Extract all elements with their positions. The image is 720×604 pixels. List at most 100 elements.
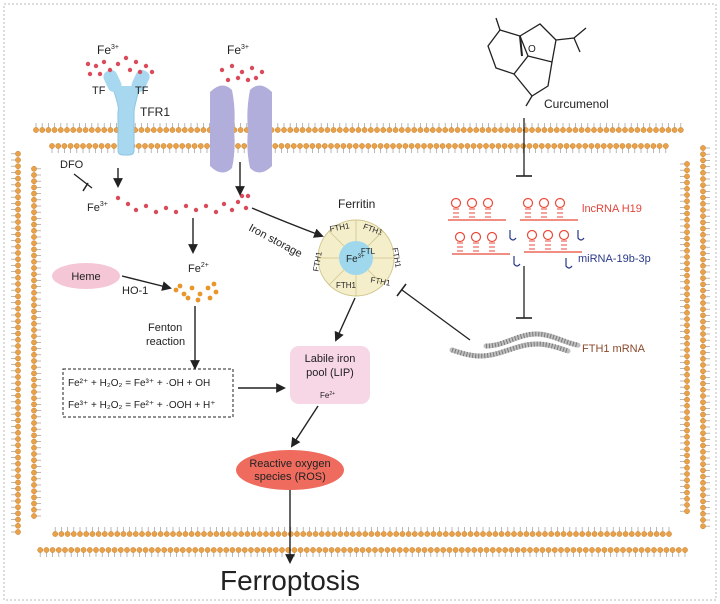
lipid-head (700, 424, 706, 430)
lipid-head (15, 392, 21, 399)
lipid-head (640, 127, 647, 133)
fe3-dot (101, 59, 107, 65)
tf-right-label: TF (135, 85, 149, 97)
lipid-head (700, 275, 706, 282)
lipid-head (57, 127, 64, 133)
equation-2: Fe³⁺ + H₂O₂ = Fe²⁺ + ·OOH + H⁺ (68, 400, 216, 411)
lipid-head (157, 127, 163, 133)
lipid-head (353, 547, 360, 553)
lipid-head (433, 143, 440, 149)
lipid-head (514, 547, 521, 553)
lipid-head (529, 531, 536, 537)
lipid-head (542, 531, 548, 537)
mrna-to-ferritin-line (401, 289, 471, 341)
lipid-head (139, 531, 145, 537)
lipid-head (553, 127, 560, 133)
lipid-head (124, 547, 130, 553)
lipid-head (600, 143, 607, 149)
lipid-head (700, 269, 706, 275)
lipid-head (700, 337, 706, 344)
lipid-head (684, 402, 690, 409)
lipid-head (427, 547, 434, 553)
lipid-head (597, 127, 604, 133)
fe2-dot (197, 291, 203, 297)
lipid-head (700, 207, 706, 213)
lipid-head (700, 324, 706, 331)
lipid-head (700, 281, 706, 288)
lipid-head (669, 547, 676, 553)
lipid-head (186, 547, 192, 553)
lipid-head (372, 547, 378, 553)
lipid-head (145, 531, 152, 537)
lipid-head (700, 374, 706, 381)
lipid-head (343, 531, 350, 537)
lipid-head (427, 143, 434, 149)
fe3-dot (127, 67, 133, 73)
lipid-head (31, 457, 37, 464)
lipid-head (15, 417, 21, 424)
lipid-head (504, 127, 511, 133)
lipid-head (15, 405, 21, 411)
lipid-head (15, 293, 21, 300)
lipid-head (430, 531, 437, 537)
fe3-dot (235, 75, 241, 81)
fth1-mrna-strands (449, 331, 581, 359)
lipid-head (89, 531, 96, 537)
mirna-hook (509, 230, 517, 241)
lipid-head (31, 451, 37, 457)
lipid-head (591, 531, 598, 537)
mirna-hook (513, 256, 521, 267)
lipid-head (414, 143, 421, 149)
lipid-head (192, 547, 199, 553)
lipid-head (374, 127, 380, 133)
lipid-head (232, 531, 238, 537)
lipid-head (700, 461, 706, 468)
lipid-head (684, 328, 690, 335)
tf-left-label: TF (92, 85, 106, 97)
lipid-head (309, 143, 316, 149)
lipid-head (126, 531, 133, 537)
lipid-head (601, 547, 608, 553)
lipid-head (653, 127, 659, 133)
lipid-head (31, 500, 37, 507)
lipid-head (157, 531, 164, 537)
lipid-head (572, 127, 579, 133)
lipid-head (331, 531, 338, 537)
curcumenol-oxygen: O (528, 44, 536, 55)
lipid-head (455, 531, 462, 537)
lipid-head (421, 143, 427, 149)
fe2-dot (211, 281, 217, 287)
lipid-head (514, 143, 520, 149)
lipid-head (31, 407, 37, 414)
lipid-head (341, 547, 347, 553)
lipid-head (15, 150, 21, 157)
lipid-head (700, 250, 706, 257)
lipid-head (684, 334, 690, 341)
lipid-head (417, 127, 424, 133)
lipid-head (653, 531, 660, 537)
lipid-head (98, 143, 105, 149)
equation-1: Fe²⁺ + H₂O₂ = Fe³⁺ + ·OH + OH (68, 378, 210, 389)
lipid-head (588, 143, 595, 149)
lipid-head (31, 271, 37, 278)
lipid-head (604, 531, 610, 537)
lipid-head (176, 531, 183, 537)
lipid-head (423, 127, 430, 133)
lipid-head (625, 143, 632, 149)
rna-loop (542, 229, 554, 241)
lipid-head (684, 229, 690, 236)
arrow-heme (121, 275, 172, 291)
lipid-head (55, 143, 62, 149)
lipid-head (15, 436, 21, 442)
lipid-head (684, 464, 690, 471)
lipid-head (325, 531, 331, 537)
lipid-head (449, 531, 455, 537)
lip-fe-label: Fe2+ (320, 391, 335, 400)
lipid-head (142, 143, 148, 149)
lipid-head (446, 547, 453, 553)
lipid-head (31, 203, 37, 209)
lipid-head (635, 531, 641, 537)
fe3-dot (225, 77, 231, 83)
lipid-head (15, 429, 21, 436)
lipid-head (684, 204, 690, 211)
